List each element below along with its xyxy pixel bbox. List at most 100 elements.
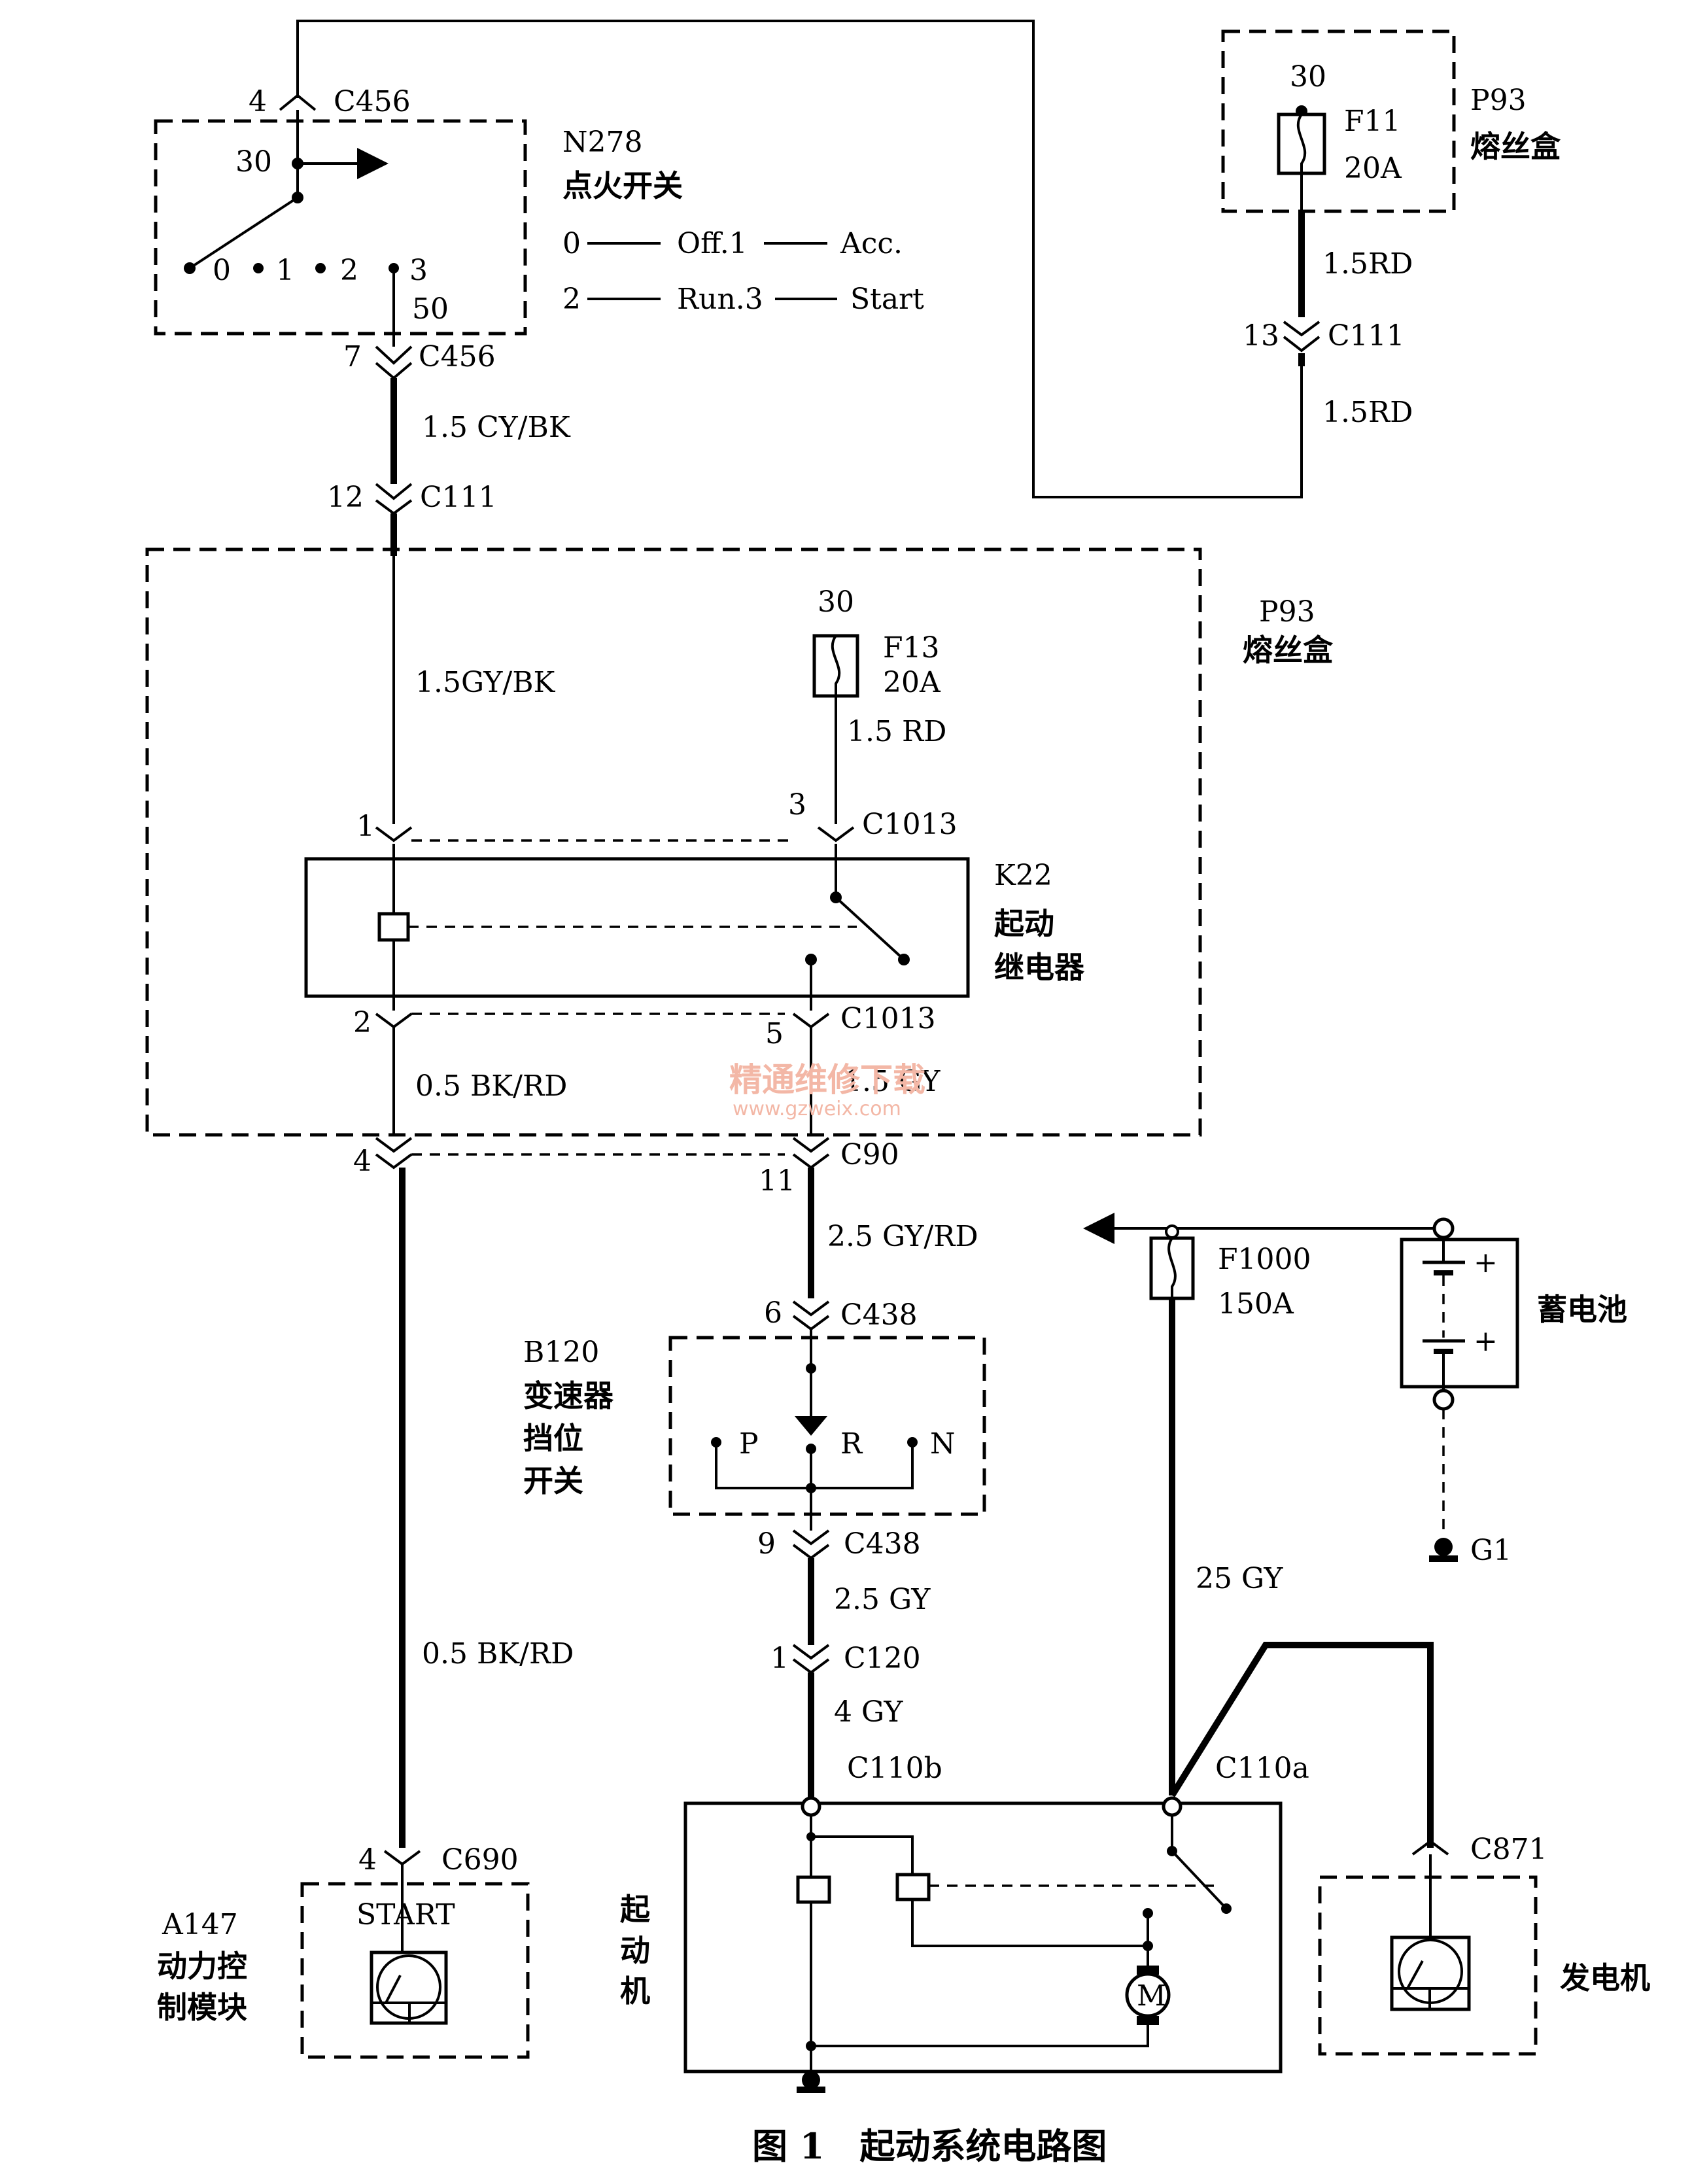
- fuse-code: F13: [883, 631, 940, 665]
- watermark: 精通维修下载 www.gzweix.com: [729, 1061, 925, 1120]
- component-name: 动: [620, 1933, 650, 1968]
- starter-motor: C110b C110a M 起 动 机: [620, 1752, 1309, 2093]
- connector-name: C90: [840, 1138, 899, 1171]
- connector-pin: 13: [1243, 319, 1279, 353]
- fuse-rating: 150A: [1218, 1287, 1294, 1321]
- component-code: N278: [562, 126, 642, 159]
- ignition-switch-n278: 30 0 1 2 3 50: [154, 110, 527, 336]
- component-code: P93: [1470, 84, 1527, 117]
- wire-label: 1.5 CY/BK: [422, 411, 571, 444]
- connector-name: C438: [840, 1298, 918, 1332]
- wire-label: 25 GY: [1196, 1562, 1283, 1595]
- component-code: A147: [162, 1908, 238, 1941]
- connector-pin: 11: [759, 1164, 795, 1198]
- connector-c111-right: 13 C111: [1243, 319, 1405, 353]
- fuse-rating: 20A: [1344, 152, 1402, 185]
- connector-pin: 6: [764, 1296, 782, 1330]
- connector-name: C111: [420, 481, 497, 514]
- connector-c1013-input: 1 3 C1013: [356, 788, 958, 843]
- connector-pin: 4: [353, 1145, 371, 1178]
- connector-c120: 1 C120: [770, 1642, 921, 1675]
- component-name: 机: [620, 1973, 650, 2009]
- connector-c438-top: 6 C438: [764, 1296, 918, 1332]
- connector-pin: 1: [356, 810, 375, 843]
- battery-ground-g1: G1: [1429, 1409, 1511, 1567]
- watermark-text: 精通维修下载: [729, 1061, 925, 1099]
- legend-text: Start: [850, 283, 924, 316]
- battery-negative-terminal: [1432, 1389, 1455, 1411]
- position-label: 2: [340, 254, 358, 287]
- component-name: 挡位: [523, 1421, 583, 1456]
- fuse-code: F1000: [1218, 1243, 1311, 1276]
- position-label: 1: [276, 254, 294, 287]
- battery-plus-sign: +: [1474, 1246, 1498, 1279]
- range-switch-b120: P R N B120 变速器 挡位 开关: [523, 1329, 986, 1531]
- component-name: 熔丝盒: [1470, 129, 1561, 164]
- pcm-a147: START A147 动力控 制模块: [157, 1864, 530, 2059]
- connector-name: C871: [1470, 1833, 1547, 1866]
- component-code: P93: [1259, 595, 1315, 629]
- fuse-box-p93-top: 30 F11 20A P93 熔丝盒: [1221, 29, 1561, 213]
- fuse-terminal: 30: [1290, 60, 1326, 94]
- wire-label: 0.5 BK/RD: [422, 1637, 574, 1671]
- switch-terminal-30: 30: [235, 145, 272, 179]
- component-name: 点火开关: [562, 168, 683, 203]
- connector-name: C120: [844, 1642, 921, 1675]
- connector-pin: 4: [358, 1843, 377, 1877]
- hold-in-coil-icon: [796, 1875, 831, 1904]
- connector-pin: 5: [765, 1017, 784, 1050]
- legend-text: Acc.: [840, 227, 903, 260]
- fuse-box-p93-main: P93 熔丝盒: [145, 547, 1334, 1137]
- connector-name: C438: [844, 1527, 921, 1561]
- connector-pin: 9: [757, 1527, 776, 1561]
- connector-c90: 4 11 C90: [353, 1137, 899, 1198]
- battery: + + 蓄电池: [1400, 1217, 1627, 1411]
- gear-position-p: P: [739, 1427, 759, 1461]
- ground-label: G1: [1470, 1534, 1511, 1567]
- connector-c456-bottom: 7 C456: [343, 334, 496, 380]
- fuse-terminal: 30: [818, 585, 854, 619]
- component-name: 制模块: [157, 1990, 247, 2025]
- motor-label: M: [1137, 1979, 1166, 2013]
- component-name: 起动: [994, 906, 1054, 941]
- connector-name: C110b: [847, 1752, 942, 1785]
- legend-text: 2: [562, 283, 581, 316]
- connector-c456-top: 4 C456: [249, 85, 411, 118]
- connector-c690: 4 C690: [358, 1843, 519, 1877]
- component-name: 起: [620, 1892, 651, 1927]
- component-name: 变速器: [523, 1378, 614, 1413]
- wire-label: 1.5RD: [1322, 396, 1413, 429]
- connector-name: C456: [334, 85, 411, 118]
- generator: 发电机: [1318, 1854, 1650, 2056]
- connector-c871: C871: [1411, 1833, 1547, 1866]
- component-name: 熔丝盒: [1243, 633, 1334, 668]
- battery-positive-terminal: [1432, 1217, 1455, 1239]
- position-0-contact: [184, 262, 196, 274]
- relay-k22: K22 起动 继电器: [304, 844, 1085, 1011]
- wire-label: 1.5 RD: [847, 715, 946, 748]
- pcm-signal-label: START: [356, 1898, 455, 1932]
- legend-text: 0: [562, 227, 581, 260]
- fuse-f13: 30 F13 20A 1.5 RD: [812, 585, 946, 824]
- gear-position-r: R: [840, 1427, 863, 1461]
- component-name: 蓄电池: [1537, 1292, 1627, 1327]
- ignition-switch-labels: N278 点火开关 0 Off.1 Acc. 2 Run.3 Start: [562, 126, 924, 316]
- component-name: 开关: [523, 1463, 583, 1499]
- connector-name: C1013: [862, 808, 958, 841]
- wire-label: 2.5 GY/RD: [827, 1220, 978, 1253]
- wire-label: 1.5GY/BK: [415, 666, 556, 699]
- connector-name: C111: [1328, 319, 1405, 353]
- switch-terminal-50: 50: [412, 292, 449, 326]
- connector-pin: 2: [353, 1006, 371, 1039]
- legend-text: Run.3: [677, 283, 763, 316]
- component-name: 发电机: [1560, 1960, 1650, 1996]
- battery-plus-sign: +: [1474, 1325, 1498, 1358]
- wire-label: 1.5RD: [1322, 247, 1413, 281]
- position-label: 0: [213, 254, 231, 287]
- connector-pin: 1: [770, 1642, 789, 1675]
- wire-label: 2.5 GY: [834, 1583, 931, 1616]
- connector-name: C456: [419, 340, 496, 373]
- terminal-c110b: [801, 1796, 821, 1817]
- relay-coil-icon: [377, 912, 410, 942]
